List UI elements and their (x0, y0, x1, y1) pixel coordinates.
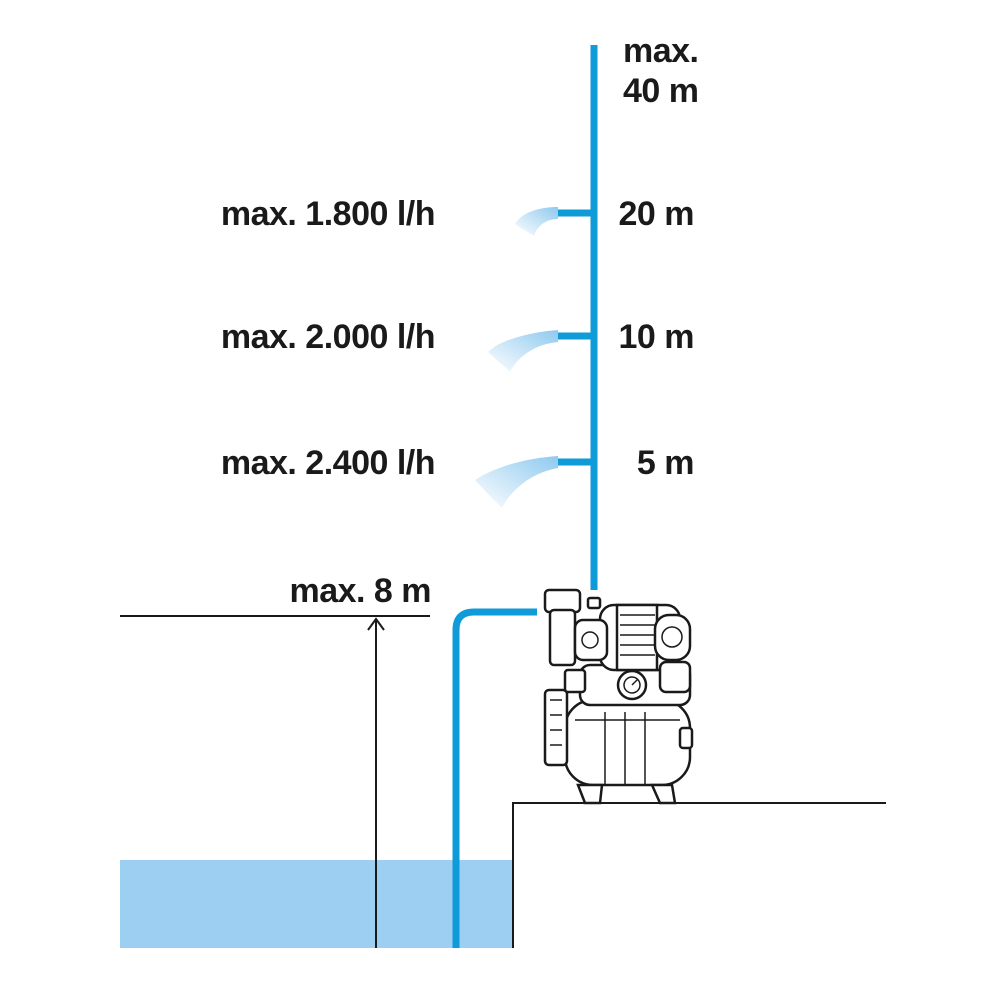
flow-label-10m: max. 2.000 l/h (221, 318, 435, 356)
height-label-5m: 5 m (637, 444, 694, 482)
arrow-up-icon (367, 617, 385, 948)
water-spray-icon (488, 330, 558, 372)
flow-label-20m: max. 1.800 l/h (221, 195, 435, 233)
max-height-label-line2: 40 m (623, 72, 699, 110)
garden-pump-icon (543, 588, 694, 805)
ground-ledge (512, 802, 886, 948)
suction-height-label: max. 8 m (289, 572, 431, 610)
height-label-10m: 10 m (619, 318, 695, 356)
suction-hose (452, 608, 537, 948)
flow-label-5m: max. 2.400 l/h (221, 444, 435, 482)
height-label-20m: 20 m (619, 195, 695, 233)
water-spray-icon (515, 207, 558, 236)
water-spray-icon (475, 456, 558, 508)
max-height-label-line1: max. (623, 32, 699, 70)
water-reservoir (120, 860, 513, 948)
